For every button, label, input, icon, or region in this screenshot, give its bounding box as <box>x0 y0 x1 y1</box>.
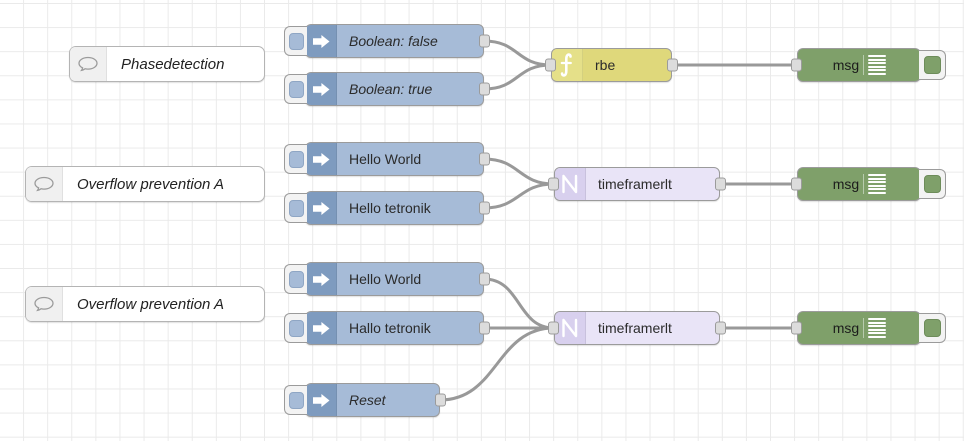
output-port[interactable] <box>479 321 490 335</box>
inject-trigger-button[interactable] <box>284 74 307 104</box>
debug-lines-icon <box>863 318 886 338</box>
debug-node-msg-2[interactable]: msg <box>791 167 946 201</box>
comment-node-overflow-prevention-a-1[interactable]: Overflow prevention A <box>25 166 265 202</box>
inject-trigger-button[interactable] <box>284 144 307 174</box>
debug-button-pad <box>923 319 941 337</box>
wire-inject-to-rbe <box>482 63 553 91</box>
wire-inject-to-timeframerlt <box>482 277 556 330</box>
inject-button-pad <box>288 319 304 337</box>
input-port[interactable] <box>548 177 559 191</box>
inject-arrow-icon <box>306 25 337 57</box>
inject-arrow-icon <box>306 192 337 224</box>
debug-node-msg[interactable]: msg <box>791 48 946 82</box>
inject-label: Boolean: false <box>349 33 438 49</box>
input-port[interactable] <box>791 58 802 72</box>
inject-node-boolean-true[interactable]: Boolean: true <box>284 72 490 106</box>
inject-arrow-icon <box>306 143 337 175</box>
output-port[interactable] <box>479 152 490 166</box>
inject-node-hello-tetronik[interactable]: Hello tetronik <box>284 191 490 225</box>
inject-button-pad <box>288 270 304 288</box>
wire-inject-to-timeframerlt <box>482 157 556 186</box>
debug-toggle-button[interactable] <box>919 50 946 80</box>
debug-lines-icon <box>863 174 886 194</box>
debug-toggle-button[interactable] <box>919 169 946 199</box>
inject-arrow-icon <box>306 384 337 416</box>
comment-label: Phasedetection <box>121 55 225 73</box>
inject-label: Hello World <box>349 271 422 287</box>
inject-arrow-icon <box>306 312 337 344</box>
output-port[interactable] <box>479 272 490 286</box>
output-port[interactable] <box>715 321 726 335</box>
input-port[interactable] <box>548 321 559 335</box>
inject-label: Hello tetronik <box>349 200 431 216</box>
inject-trigger-button[interactable] <box>284 313 307 343</box>
debug-label: msg <box>832 320 860 336</box>
inject-button-pad <box>288 80 304 98</box>
inject-label: Reset <box>349 392 386 408</box>
inject-node-reset[interactable]: Reset <box>284 383 446 417</box>
inject-node-boolean-false[interactable]: Boolean: false <box>284 24 490 58</box>
debug-lines-icon <box>863 55 886 75</box>
input-port[interactable] <box>791 321 802 335</box>
rbe-integral-icon <box>552 49 583 81</box>
comment-label: Overflow prevention A <box>77 175 225 193</box>
output-port[interactable] <box>479 34 490 48</box>
rbe-label: rbe <box>595 57 616 73</box>
inject-node-hello-world-2[interactable]: Hello World <box>284 262 490 296</box>
output-port[interactable] <box>435 393 446 407</box>
comment-label: Overflow prevention A <box>77 295 225 313</box>
output-port[interactable] <box>479 82 490 96</box>
debug-button-pad <box>923 56 941 74</box>
timeframerlt-node-2[interactable]: timeframerlt <box>548 311 726 345</box>
input-port[interactable] <box>791 177 802 191</box>
inject-trigger-button[interactable] <box>284 264 307 294</box>
inject-button-pad <box>288 32 304 50</box>
inject-trigger-button[interactable] <box>284 26 307 56</box>
timeframerlt-label: timeframerlt <box>598 320 672 336</box>
comment-icon <box>26 167 63 201</box>
inject-label: Boolean: true <box>349 81 433 97</box>
inject-trigger-button[interactable] <box>284 193 307 223</box>
inject-arrow-icon <box>306 263 337 295</box>
timeframerlt-icon <box>555 168 586 200</box>
inject-node-hallo-tetronik[interactable]: Hallo tetronik <box>284 311 490 345</box>
timeframerlt-icon <box>555 312 586 344</box>
inject-node-hello-world-1[interactable]: Hello World <box>284 142 490 176</box>
debug-button-pad <box>923 175 941 193</box>
timeframerlt-node-1[interactable]: timeframerlt <box>548 167 726 201</box>
inject-trigger-button[interactable] <box>284 385 307 415</box>
comment-node-overflow-prevention-a-2[interactable]: Overflow prevention A <box>25 286 265 322</box>
comment-node-phasedetection[interactable]: Phasedetection <box>69 46 265 82</box>
debug-label: msg <box>832 176 860 192</box>
debug-toggle-button[interactable] <box>919 313 946 343</box>
comment-icon <box>26 287 63 321</box>
inject-label: Hallo tetronik <box>349 320 431 336</box>
timeframerlt-label: timeframerlt <box>598 176 672 192</box>
output-port[interactable] <box>479 201 490 215</box>
output-port[interactable] <box>667 58 678 72</box>
wire-inject-to-timeframerlt <box>482 182 556 210</box>
output-port[interactable] <box>715 177 726 191</box>
input-port[interactable] <box>545 58 556 72</box>
inject-button-pad <box>288 150 304 168</box>
inject-button-pad <box>288 391 304 409</box>
inject-arrow-icon <box>306 73 337 105</box>
inject-label: Hello World <box>349 151 422 167</box>
debug-node-msg-3[interactable]: msg <box>791 311 946 345</box>
debug-label: msg <box>832 57 860 73</box>
rbe-node[interactable]: rbe <box>545 48 678 82</box>
comment-icon <box>70 47 107 81</box>
inject-button-pad <box>288 199 304 217</box>
wire-inject-to-rbe <box>482 39 553 67</box>
